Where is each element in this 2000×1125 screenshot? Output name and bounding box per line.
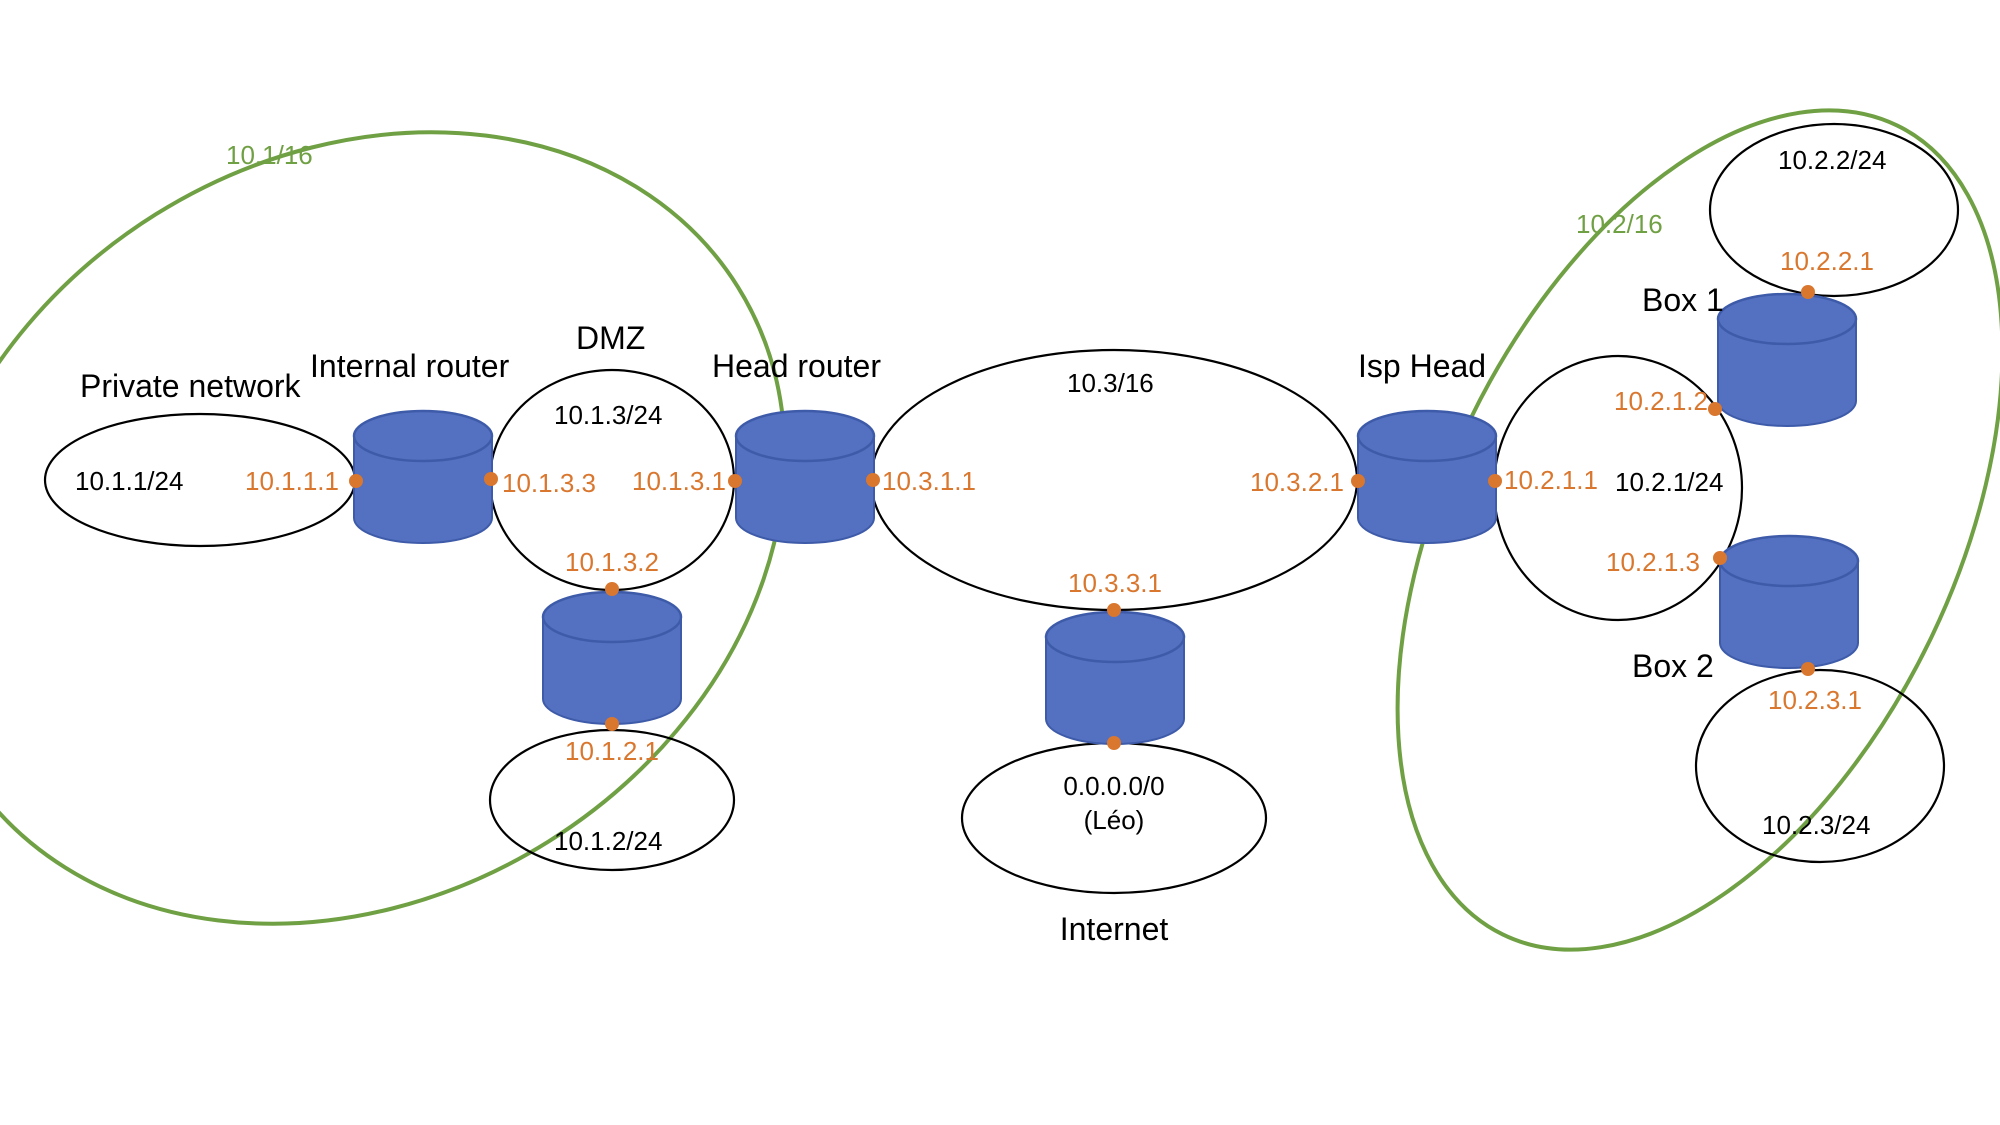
ip-box2-home: 10.2.3.1 (1768, 685, 1862, 715)
port-internet-router-bottom (1107, 736, 1121, 750)
transit-subnet: 10.3/16 (1067, 368, 1154, 398)
head-router-icon (734, 409, 876, 544)
ip-isp-lan: 10.2.1.1 (1504, 465, 1598, 495)
internal-router-icon (352, 409, 494, 544)
port-dmz-router-bottom (605, 717, 619, 731)
port-head-transit (866, 473, 880, 487)
box1-router-icon (1716, 292, 1858, 427)
box2-router-icon (1718, 534, 1860, 669)
port-box2-home (1801, 662, 1815, 676)
ip-box1-lan: 10.2.1.2 (1614, 386, 1708, 416)
isp-lan-subnet: 10.2.1/24 (1615, 467, 1723, 497)
internet-router-icon (1044, 610, 1186, 745)
supernet-left-label: 10.1/16 (226, 140, 313, 170)
port-isp-transit (1351, 474, 1365, 488)
box1-router-title: Box 1 (1642, 282, 1724, 318)
internet-subnet-line2: (Léo) (1084, 805, 1145, 835)
internal-router-title: Internal router (310, 348, 510, 384)
dmz-subnet: 10.1.3/24 (554, 400, 662, 430)
port-box2-lan (1713, 551, 1727, 565)
ip-box1-home: 10.2.2.1 (1780, 246, 1874, 276)
port-box1-lan (1708, 402, 1722, 416)
box2-lan-network-ellipse (1694, 668, 1946, 864)
ip-head-transit: 10.3.1.1 (882, 466, 976, 496)
box2-lan-subnet: 10.2.3/24 (1762, 810, 1870, 840)
isp-head-router-icon (1356, 409, 1498, 544)
port-head-dmz (728, 474, 742, 488)
supernet-left-outline (0, 130, 787, 926)
private-network-title: Private network (80, 368, 302, 404)
port-box1-home (1801, 285, 1815, 299)
port-internet-router-top (1107, 603, 1121, 617)
ip-internal-dmz: 10.1.3.3 (502, 468, 596, 498)
internet-subnet-line1: 0.0.0.0/0 (1063, 771, 1164, 801)
ip-dmz-router-bottom: 10.1.2.1 (565, 736, 659, 766)
ip-dmz-router-top: 10.1.3.2 (565, 547, 659, 577)
box1-lan-subnet: 10.2.2/24 (1778, 145, 1886, 175)
supernet-right-label: 10.2/16 (1576, 209, 1663, 239)
dmz-router-icon (541, 590, 683, 725)
port-internal-private (349, 474, 363, 488)
dmz-title: DMZ (576, 320, 645, 356)
port-dmz-router-top (605, 582, 619, 596)
ip-head-dmz: 10.1.3.1 (632, 466, 726, 496)
lan2-subnet: 10.1.2/24 (554, 826, 662, 856)
private-network-subnet: 10.1.1/24 (75, 466, 183, 496)
box2-router-title: Box 2 (1632, 648, 1714, 684)
box1-lan-network-ellipse (1708, 122, 1960, 298)
internet-title: Internet (1060, 911, 1169, 947)
head-router-title: Head router (712, 348, 881, 384)
ip-box2-lan: 10.2.1.3 (1606, 547, 1700, 577)
port-internal-dmz (484, 472, 498, 486)
ip-internal-private: 10.1.1.1 (245, 466, 339, 496)
isp-head-router-title: Isp Head (1358, 348, 1486, 384)
ip-internet-router: 10.3.3.1 (1068, 568, 1162, 598)
ip-isp-transit: 10.3.2.1 (1250, 467, 1344, 497)
port-isp-lan (1488, 474, 1502, 488)
